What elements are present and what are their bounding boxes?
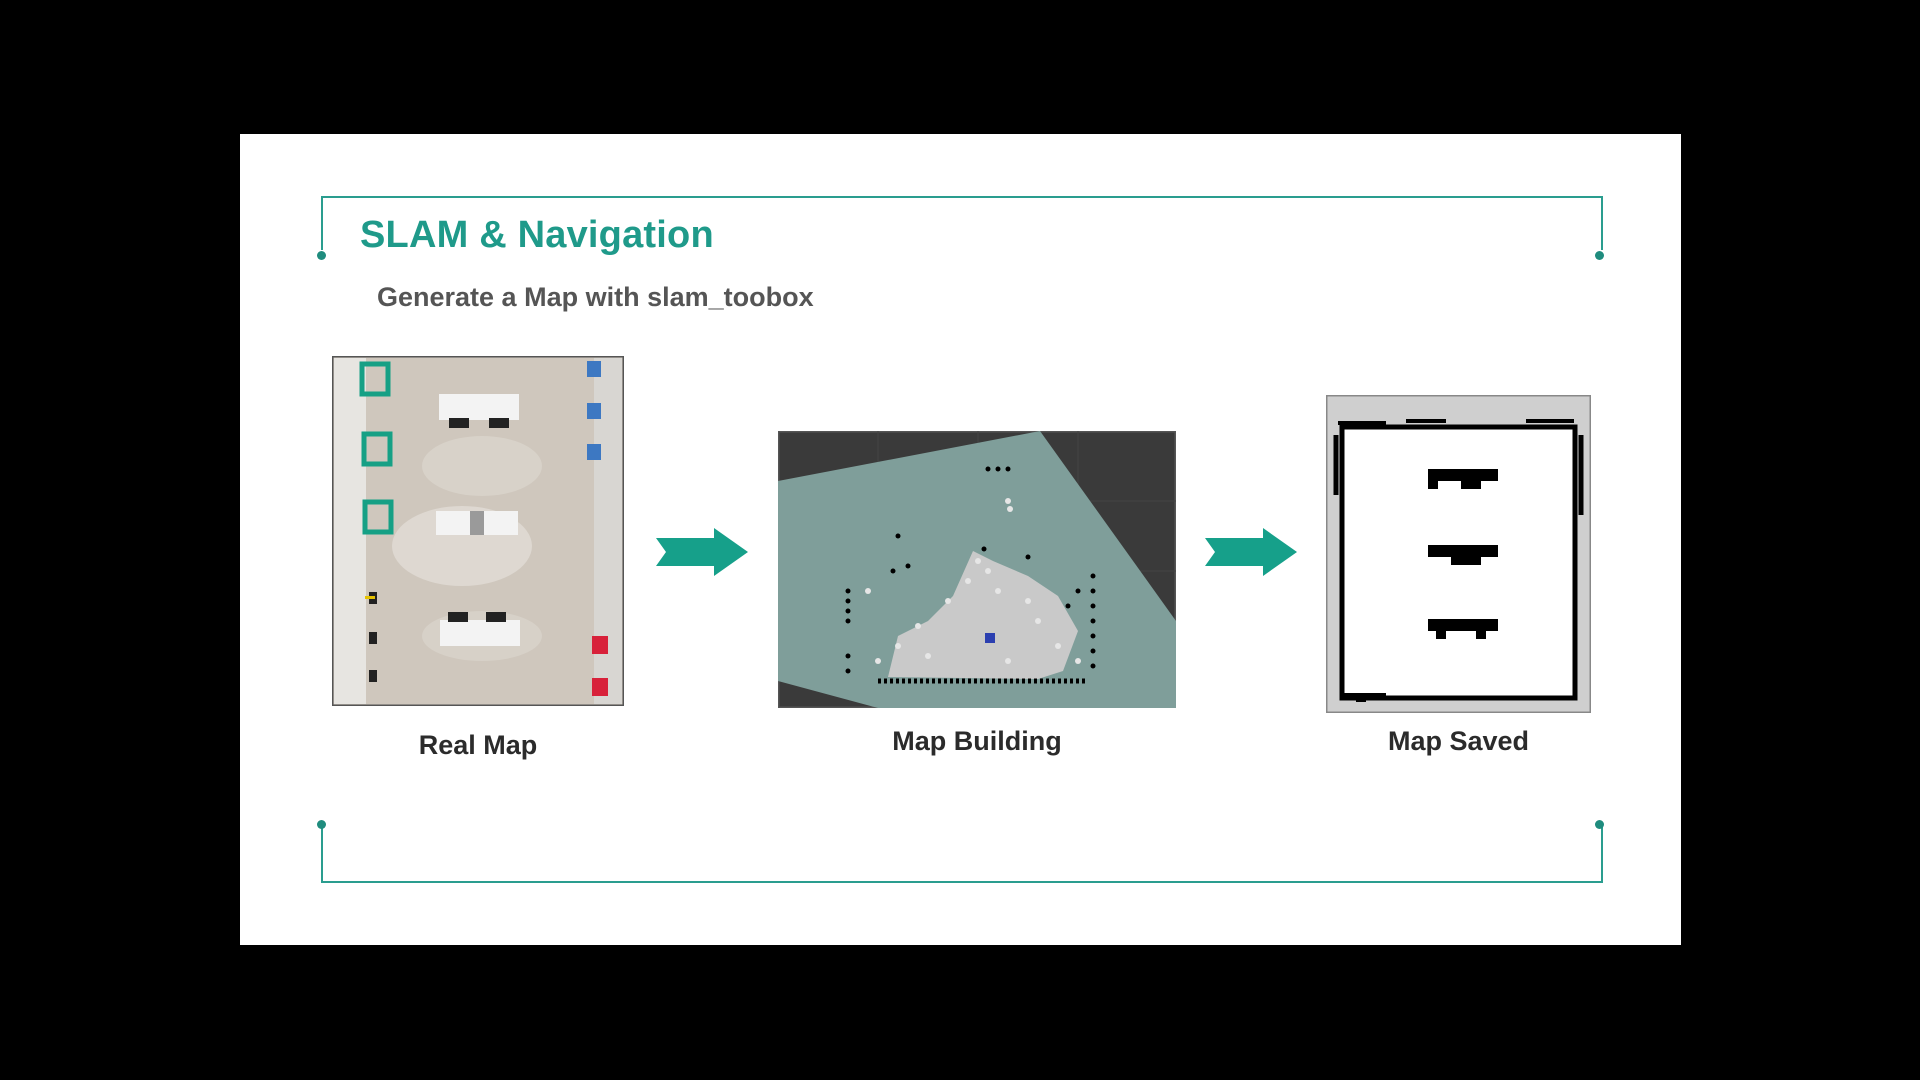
frame-dot-top-right (1595, 251, 1604, 260)
frame-dot-top-left (317, 251, 326, 260)
frame-top-bracket (321, 196, 1603, 250)
real-map-image (332, 356, 624, 706)
frame-dot-bottom-left (317, 820, 326, 829)
slide-subtitle: Generate a Map with slam_toobox (377, 282, 814, 312)
map-saved-caption: Map Saved (1387, 726, 1530, 756)
slide-title: SLAM & Navigation (360, 214, 714, 256)
map-building-caption: Map Building (892, 726, 1062, 756)
map-saved-image (1326, 395, 1591, 713)
arrow-right-icon (1205, 528, 1297, 581)
map-building-image (778, 431, 1176, 708)
slide: SLAM & Navigation Generate a Map with sl… (240, 134, 1681, 945)
real-map-caption: Real Map (418, 730, 538, 760)
frame-bottom-bracket (321, 824, 1603, 883)
arrow-right-icon (656, 528, 748, 581)
frame-dot-bottom-right (1595, 820, 1604, 829)
